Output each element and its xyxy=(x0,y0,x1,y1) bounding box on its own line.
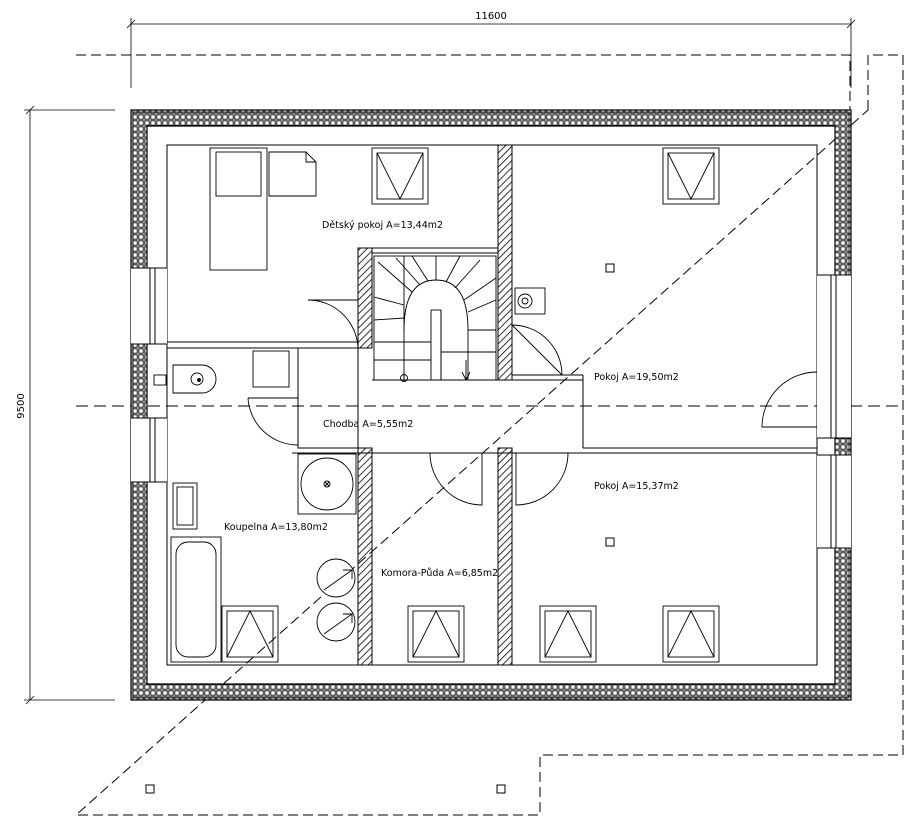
exterior-wall xyxy=(130,109,852,701)
doors xyxy=(247,299,818,506)
dimension-height: 9500 xyxy=(16,105,115,705)
bed-and-chairs xyxy=(209,147,317,271)
dimension-width: 11600 xyxy=(126,11,856,88)
room-label-chodba: Chodba A=5,55m2 xyxy=(323,419,413,430)
bathroom-fixtures xyxy=(153,287,546,663)
room-label-pokoj-2: Pokoj A=15,37m2 xyxy=(594,481,679,492)
room-label-koupelna: Koupelna A=13,80m2 xyxy=(224,522,328,533)
room-label-komora: Komora-Půda A=6,85m2 xyxy=(381,568,498,579)
room-label-detsky-pokoj: Dětský pokoj A=13,44m2 xyxy=(322,220,443,231)
roof-outline xyxy=(74,54,904,816)
width-label: 11600 xyxy=(475,11,507,22)
height-label: 9500 xyxy=(16,393,27,418)
inner-floor-outline xyxy=(166,144,818,666)
interior-walls xyxy=(357,144,513,666)
staircase xyxy=(373,255,497,382)
point-markers xyxy=(145,263,615,794)
room-label-pokoj-1: Pokoj A=19,50m2 xyxy=(594,372,679,383)
window-openings xyxy=(131,267,851,549)
roof-windows xyxy=(221,147,720,663)
partitions xyxy=(167,247,817,454)
